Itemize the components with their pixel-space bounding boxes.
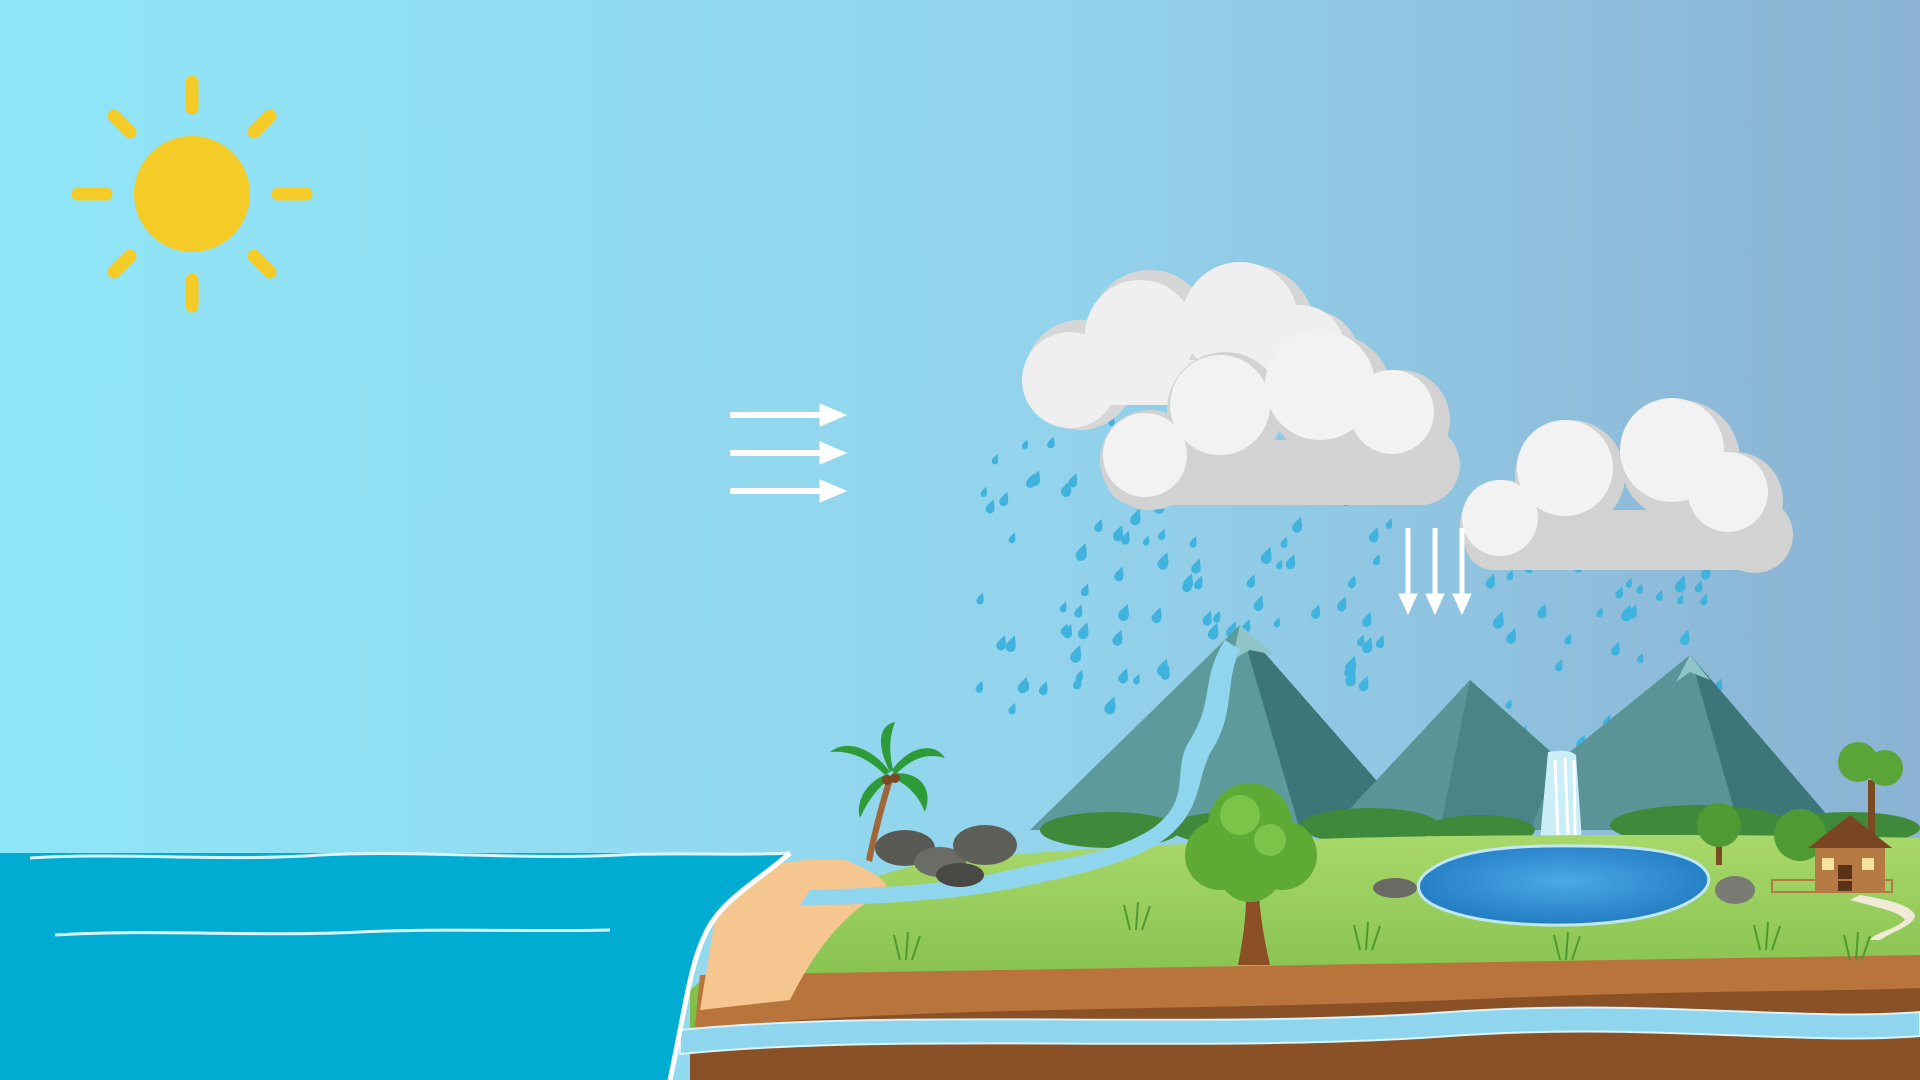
arrow-right-icon [730, 403, 848, 427]
cloud-right [1460, 398, 1793, 573]
path [1850, 895, 1915, 940]
lake [1417, 844, 1711, 927]
clouds [1022, 262, 1793, 573]
sun-icon [71, 75, 313, 313]
arrow-right-icon [730, 441, 848, 465]
arrow-down-icon [1398, 528, 1418, 616]
grass-tufts [893, 901, 1871, 961]
mountains [1030, 625, 1840, 830]
ocean [0, 851, 792, 1080]
wind-arrows [730, 403, 848, 503]
groundwater [679, 1006, 1920, 1056]
house-icon [1771, 815, 1893, 893]
arrow-right-icon [730, 479, 848, 503]
palm-tree [830, 722, 945, 862]
arrow-down-icon [1425, 528, 1445, 616]
precipitation-arrows [1398, 528, 1472, 616]
arrow-down-icon [1452, 528, 1472, 616]
rocks [875, 825, 1755, 904]
waterfall [1540, 750, 1582, 840]
cloud-middle [1100, 330, 1460, 510]
tree [1185, 783, 1317, 965]
